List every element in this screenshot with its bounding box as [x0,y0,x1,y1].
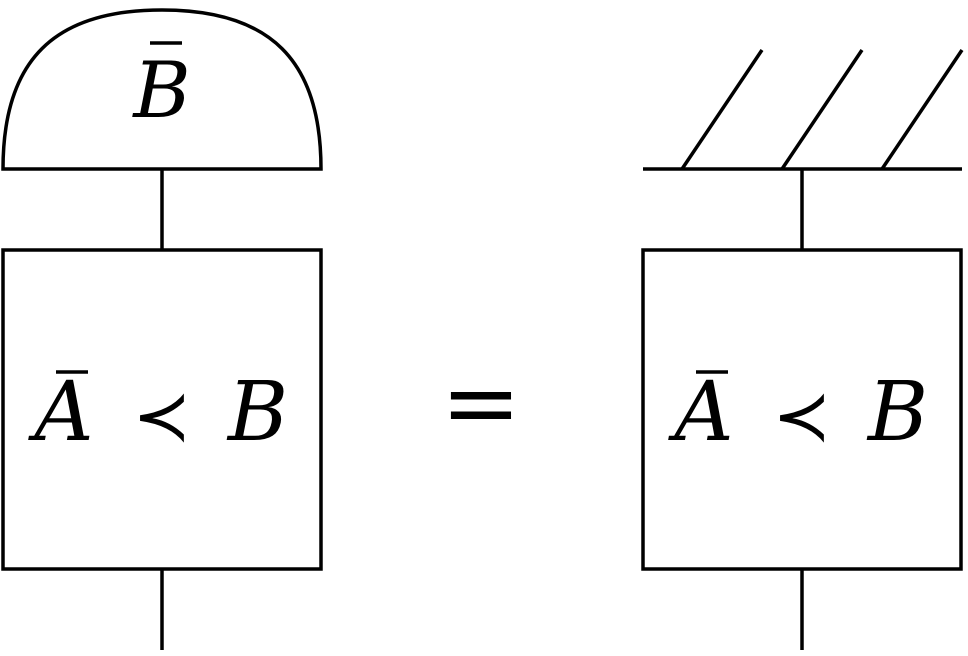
box-left-rhs: B [226,365,288,460]
equals-sign: = [441,347,521,459]
right-diagram: A ≺ B [641,49,964,650]
box-right-relation: ≺ [773,375,832,457]
ground-hatch-3 [880,49,964,170]
box-right-rhs: B [866,365,928,460]
ground-hatch-2 [780,49,864,170]
box-right-lhs: A [667,365,733,460]
ground-hatch-1 [680,49,764,170]
box-left [1,248,323,571]
effect-label: B [131,46,190,136]
box-left-relation: ≺ [133,375,192,457]
box-right [641,248,963,571]
box-left-lhs: A [27,365,93,460]
effect-dome [1,8,323,171]
left-diagram: B A ≺ B [1,8,323,650]
